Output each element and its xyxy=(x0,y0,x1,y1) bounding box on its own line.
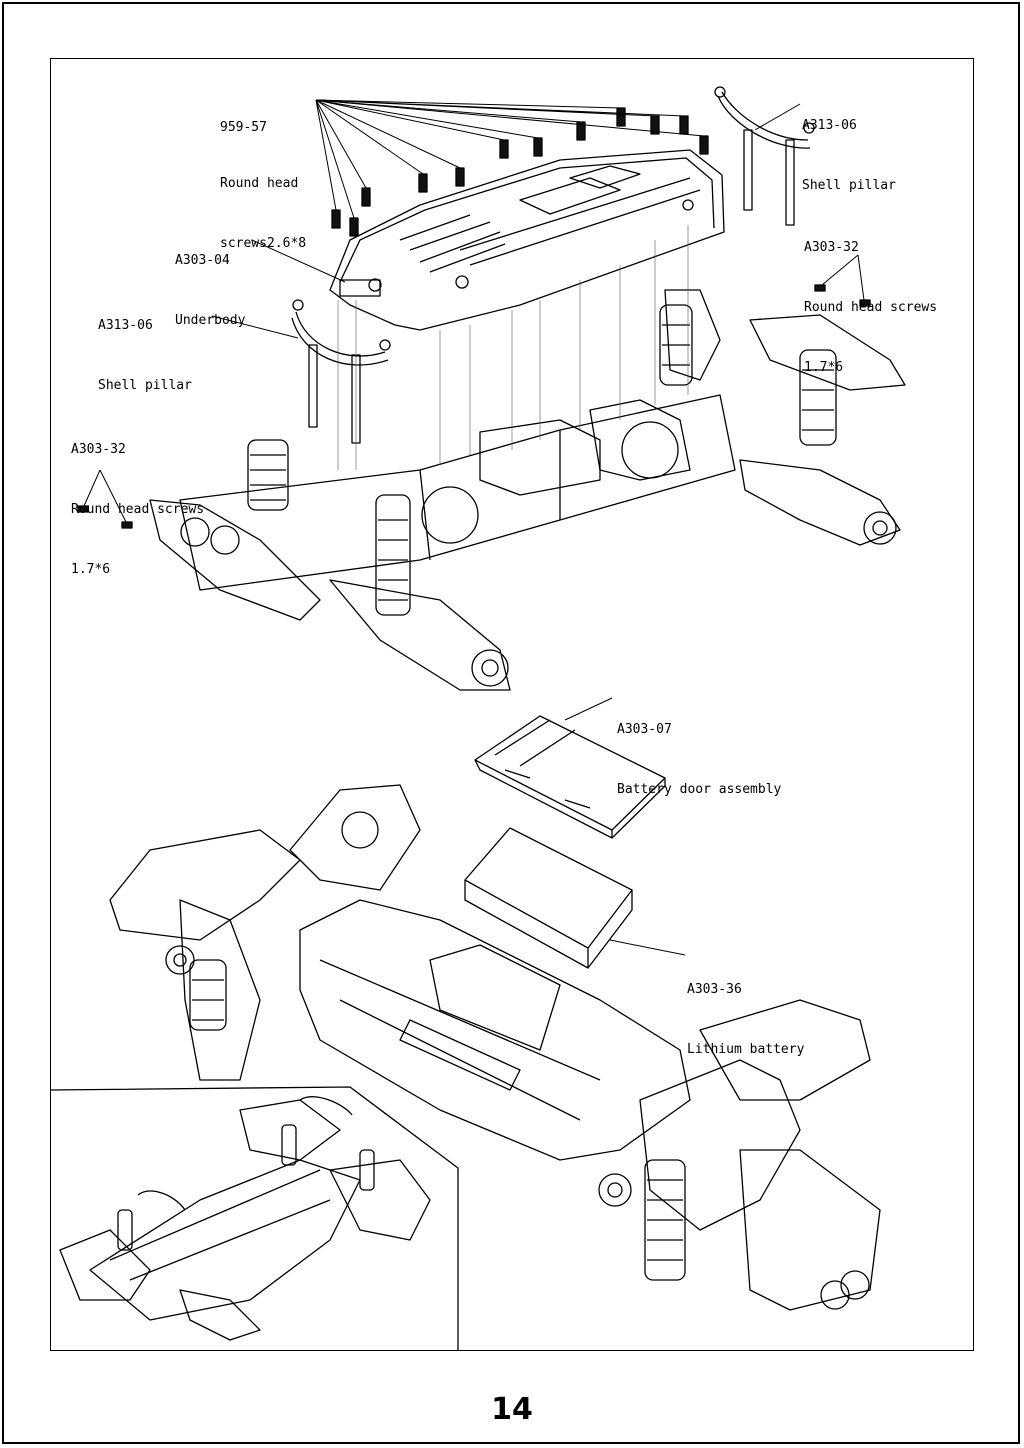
small-screws-right xyxy=(814,284,871,307)
part-name: Shell pillar xyxy=(802,178,896,193)
callout-round-head-screws-2-6x8: 959-57 Round head screws2.6*8 xyxy=(220,78,306,274)
part-code: 959-57 xyxy=(220,120,267,135)
callout-shell-pillar-left: A313-06 Shell pillar xyxy=(98,276,192,416)
page-number: 14 xyxy=(491,1392,533,1427)
part-name: Battery door assembly xyxy=(617,782,782,797)
battery-door xyxy=(474,715,666,839)
callout-shell-pillar-right: A313-06 Shell pillar xyxy=(802,76,896,216)
part-name: Underbody xyxy=(175,313,246,328)
part-name: Lithium battery xyxy=(687,1042,805,1057)
part-code: A303-32 xyxy=(804,240,859,255)
underbody-cover xyxy=(329,149,725,331)
part-size: 1.7*6 xyxy=(71,562,111,577)
callout-round-head-screws-right: A303-32 Round head screws 1.7*6 xyxy=(804,198,937,398)
part-name: Round head screws xyxy=(71,502,205,517)
assembly-drop-lines xyxy=(337,225,689,470)
small-screws-left xyxy=(77,505,133,529)
callout-battery-door: A303-07 Battery door assembly xyxy=(617,680,781,820)
screw-leader-lines xyxy=(315,99,705,219)
shock-absorbers-top xyxy=(247,304,837,616)
part-size: 1.7*6 xyxy=(804,360,844,375)
part-name: Shell pillar xyxy=(98,378,192,393)
part-code: A303-36 xyxy=(687,982,742,997)
part-name: Round head screws xyxy=(804,300,938,315)
part-code: A303-04 xyxy=(175,253,230,268)
shell-pillar-left xyxy=(291,299,391,444)
underbody-leader xyxy=(211,103,801,339)
callout-underbody: A303-04 Underbody xyxy=(175,211,245,351)
part-code: A303-07 xyxy=(617,722,672,737)
diagram-frame xyxy=(50,58,974,1351)
callout-round-head-screws-left: A303-32 Round head screws 1.7*6 xyxy=(71,400,204,600)
screw-set-2-6x8 xyxy=(331,107,709,237)
callout-lithium-battery: A303-36 Lithium battery xyxy=(687,940,804,1080)
part-code: A313-06 xyxy=(98,318,153,333)
part-code: A313-06 xyxy=(802,118,857,133)
shell-pillar-right xyxy=(714,86,815,226)
upper-chassis xyxy=(149,289,906,691)
part-name-cont: screws2.6*8 xyxy=(220,236,307,251)
inset-view xyxy=(49,1086,459,1351)
part-code: A303-32 xyxy=(71,442,126,457)
part-name: Round head xyxy=(220,176,299,191)
lithium-battery xyxy=(464,827,633,969)
lower-chassis xyxy=(109,784,881,1311)
